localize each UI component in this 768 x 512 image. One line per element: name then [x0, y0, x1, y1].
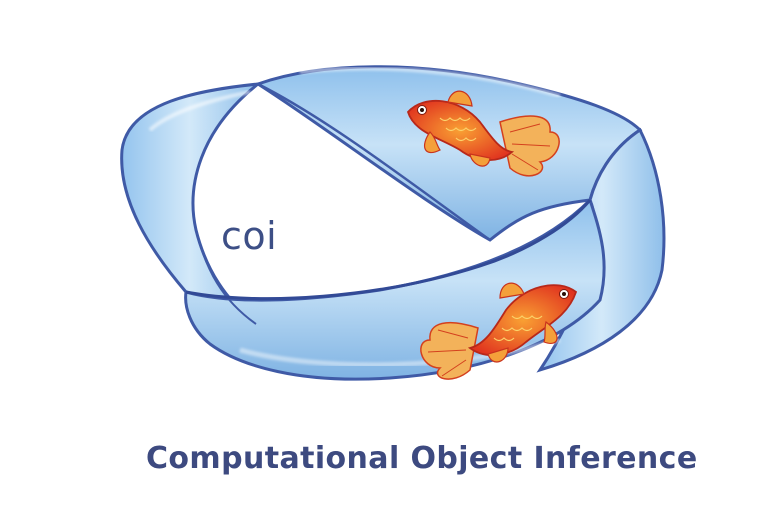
- logo-short-text: coi: [221, 214, 278, 258]
- band-back-surface: [120, 81, 263, 326]
- koi-fish-icon: [406, 90, 560, 177]
- logo-full-name: Computational Object Inference: [146, 441, 698, 476]
- koi-fish-icon: [420, 282, 578, 380]
